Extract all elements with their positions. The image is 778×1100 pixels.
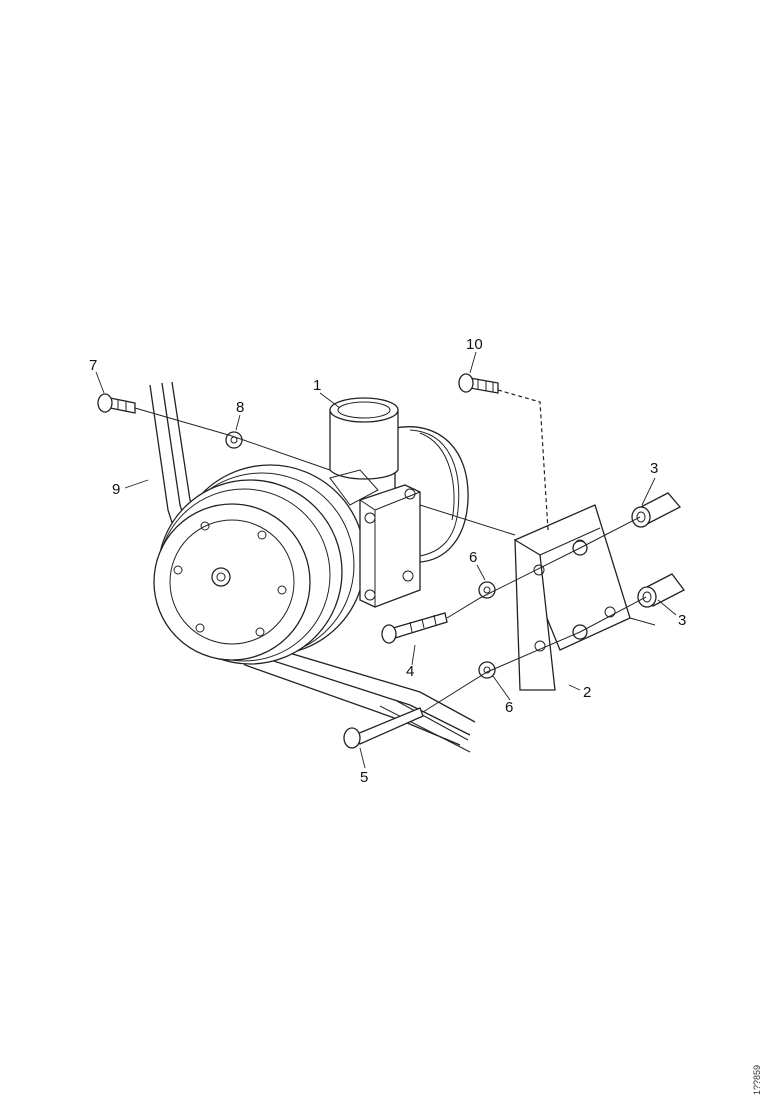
bolt-4 xyxy=(381,612,448,644)
callout-3-upper: 3 xyxy=(650,460,658,477)
washer-8-upper xyxy=(225,431,243,449)
callout-10: 10 xyxy=(466,336,483,353)
callout-5: 5 xyxy=(360,769,368,786)
callout-4: 4 xyxy=(406,663,414,680)
washer-6-upper xyxy=(478,581,496,599)
callout-2: 2 xyxy=(583,684,591,701)
bolt-7 xyxy=(97,393,136,414)
flange-block xyxy=(329,469,421,608)
callout-labels: 1 2 3 3 4 5 6 6 7 8 9 10 xyxy=(89,336,686,786)
callout-1: 1 xyxy=(313,377,321,394)
spacer-upper xyxy=(631,492,682,528)
drawing-reference-code: 1??859 xyxy=(752,1064,762,1095)
callout-6-lower: 6 xyxy=(505,699,513,716)
leader-lines xyxy=(95,351,677,769)
spacer-lower xyxy=(637,573,685,608)
bolt-5 xyxy=(343,707,424,749)
pulley xyxy=(153,464,366,665)
callout-9: 9 xyxy=(112,481,120,498)
assembly-lines xyxy=(134,389,656,713)
callout-3-lower: 3 xyxy=(678,612,686,629)
mounting-bracket xyxy=(514,504,631,691)
callout-6-upper: 6 xyxy=(469,549,477,566)
callout-7: 7 xyxy=(89,357,97,374)
callout-8: 8 xyxy=(236,399,244,416)
bolt-10 xyxy=(458,373,499,394)
